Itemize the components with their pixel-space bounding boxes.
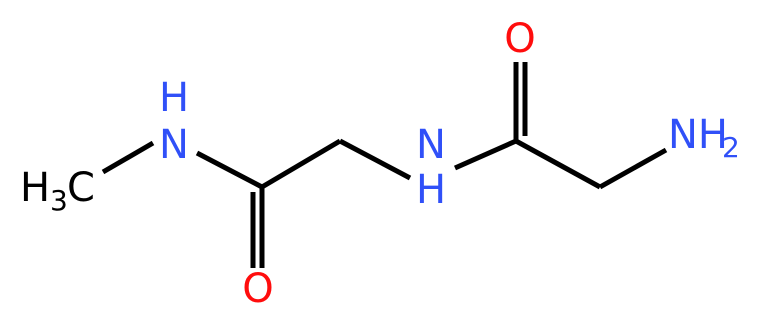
bonds [101,62,668,268]
nh-left-n-label: N [159,122,189,168]
bond-nmid-c3 [453,138,518,171]
nh-mid-n-label: N [416,122,446,168]
methyl-h-label: H [20,165,50,211]
nh2-label: NH [668,112,728,158]
atom-o-bottom: O [242,266,273,312]
nh-left-h-label: H [159,75,189,121]
methyl-c-label: C [67,165,95,211]
methyl-subscript: 3 [50,184,68,217]
atom-nh-left: H N [159,75,189,168]
bond-c1-c2 [260,138,342,190]
bond-c3-c4 [514,138,602,190]
bond-c4-nh2 [598,147,668,190]
atom-o-top: O [504,16,535,62]
nh-mid-h-label: H [416,167,446,213]
atom-nh-mid: N H [416,122,446,213]
nh2-subscript: 2 [722,131,740,164]
bond-n-c1 [195,150,264,190]
atom-methyl: H 3 C [20,165,95,217]
o-bottom-label: O [242,266,273,312]
atom-nh2: NH 2 [668,112,740,164]
bond-ch3-n [101,140,155,175]
o-top-label: O [504,16,535,62]
bond-c2-nmid [338,138,412,181]
